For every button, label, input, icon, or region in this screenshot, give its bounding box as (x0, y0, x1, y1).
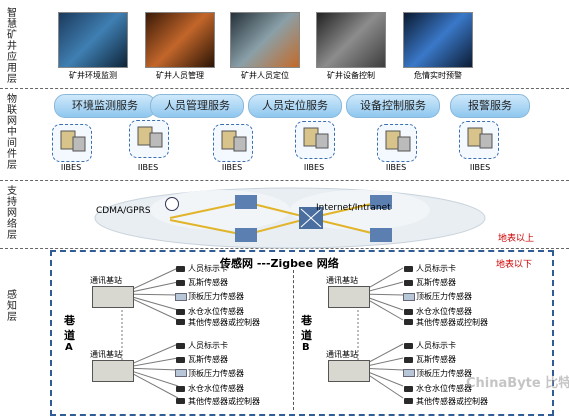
sensor-label: 其他传感器或控制器 (416, 318, 488, 327)
base-station-label: 通讯基站 (326, 276, 358, 285)
water-level-sensor-icon (176, 309, 185, 315)
water-level-sensor-icon (176, 386, 185, 392)
sensor-label: 人员标示卡 (416, 264, 456, 273)
base-station-label: 通讯基站 (90, 276, 122, 285)
watermark: ChinaByte 比特网 (466, 376, 569, 391)
other-sensor-icon (176, 319, 185, 325)
other-sensor-icon (404, 319, 413, 325)
tunnel-a-char-0: 巷 (64, 314, 75, 327)
sensor-label: 瓦斯传感器 (188, 355, 228, 364)
layer-label-sensing: 感知层 (7, 290, 17, 323)
network-left-label: CDMA/GPRS (96, 206, 151, 216)
id-card-icon (404, 266, 413, 272)
server-icon (377, 124, 417, 162)
gas-sensor-icon (176, 280, 185, 286)
id-card-icon (176, 343, 185, 349)
antenna-icon (165, 197, 179, 211)
sensor-label: 顶板压力传感器 (188, 369, 244, 378)
layer-label-middleware: 物联网中间件层 (7, 94, 17, 171)
tunnel-a-char-1: 道 (64, 329, 75, 342)
gas-sensor-icon (404, 357, 413, 363)
server-icon (213, 124, 253, 162)
app-caption-1: 矿井人员管理 (156, 71, 204, 80)
pressure-sensor-icon (403, 369, 415, 377)
app-caption-4: 危情实时预警 (414, 71, 462, 80)
network-right-label: Internet/Intranet (316, 203, 391, 213)
server-label: IIBES (137, 163, 159, 172)
separator-2 (0, 180, 569, 181)
app-photo-environment (58, 12, 128, 68)
sensor-label: 瓦斯传感器 (416, 355, 456, 364)
tunnel-a-char-2: A (65, 342, 73, 353)
tunnel-divider (293, 270, 294, 410)
other-sensor-icon (176, 398, 185, 404)
service-positioning: 人员定位服务 (248, 94, 342, 118)
server-icon (129, 120, 169, 158)
layer-label-network: 支持网络层 (7, 186, 17, 241)
layer-label-application: 智慧矿井应用层 (7, 8, 17, 85)
separator-3 (0, 248, 569, 249)
sensor-label: 顶板压力传感器 (416, 292, 472, 301)
app-photo-equipment (316, 12, 386, 68)
server-icon (295, 121, 335, 159)
sensor-label: 其他传感器或控制器 (188, 318, 260, 327)
sensor-label: 水仓水位传感器 (416, 307, 472, 316)
server-label: IIBES (469, 163, 491, 172)
id-card-icon (404, 343, 413, 349)
water-level-sensor-icon (404, 309, 413, 315)
app-caption-3: 矿井设备控制 (327, 71, 375, 80)
base-station-icon (92, 360, 134, 382)
pressure-sensor-icon (175, 293, 187, 301)
server-label: IIBES (60, 163, 82, 172)
tunnel-b-char-1: 道 (301, 329, 312, 342)
sensor-label: 瓦斯传感器 (416, 278, 456, 287)
base-station-label: 通讯基站 (90, 350, 122, 359)
sensor-label: 顶板压力传感器 (188, 292, 244, 301)
surface-below-label: 地表以下 (496, 260, 533, 270)
sensor-label: 顶板压力传感器 (416, 369, 472, 378)
base-station-icon (328, 286, 370, 308)
separator-1 (0, 88, 569, 89)
service-equipment: 设备控制服务 (346, 94, 440, 118)
server-label: IIBES (385, 163, 407, 172)
sensor-label: 水仓水位传感器 (188, 307, 244, 316)
tunnel-b-char-2: B (302, 342, 310, 353)
sensor-label: 人员标示卡 (188, 341, 228, 350)
pressure-sensor-icon (403, 293, 415, 301)
sensor-label: 瓦斯传感器 (188, 278, 228, 287)
tunnel-b-char-0: 巷 (301, 314, 312, 327)
water-level-sensor-icon (404, 386, 413, 392)
app-caption-2: 矿井人员定位 (241, 71, 289, 80)
gas-sensor-icon (404, 280, 413, 286)
service-alarm: 报警服务 (450, 94, 530, 118)
app-photo-personnel (145, 12, 215, 68)
server-label: IIBES (303, 163, 325, 172)
network-cloud (94, 187, 486, 249)
service-environment: 环境监测服务 (54, 94, 156, 118)
server-icon (459, 121, 499, 159)
sensor-label: 人员标示卡 (188, 264, 228, 273)
base-station-icon (92, 286, 134, 308)
server-label: IIBES (221, 163, 243, 172)
gas-sensor-icon (176, 357, 185, 363)
sensor-label: 其他传感器或控制器 (416, 397, 488, 406)
other-sensor-icon (404, 398, 413, 404)
sensor-label: 其他传感器或控制器 (188, 397, 260, 406)
app-photo-positioning (230, 12, 300, 68)
sensor-label: 人员标示卡 (416, 341, 456, 350)
surface-above-label: 地表以上 (498, 234, 535, 244)
service-personnel: 人员管理服务 (150, 94, 244, 118)
app-caption-0: 矿井环境监测 (69, 71, 117, 80)
sensor-label: 水仓水位传感器 (188, 384, 244, 393)
sensor-network-title: 传感网 ---Zigbee 网络 (220, 257, 339, 270)
sensing-area (50, 250, 554, 416)
pressure-sensor-icon (175, 369, 187, 377)
base-station-label: 通讯基站 (326, 350, 358, 359)
id-card-icon (176, 266, 185, 272)
server-icon (52, 124, 92, 162)
app-photo-alarm (403, 12, 473, 68)
sensor-label: 水仓水位传感器 (416, 384, 472, 393)
base-station-icon (328, 360, 370, 382)
